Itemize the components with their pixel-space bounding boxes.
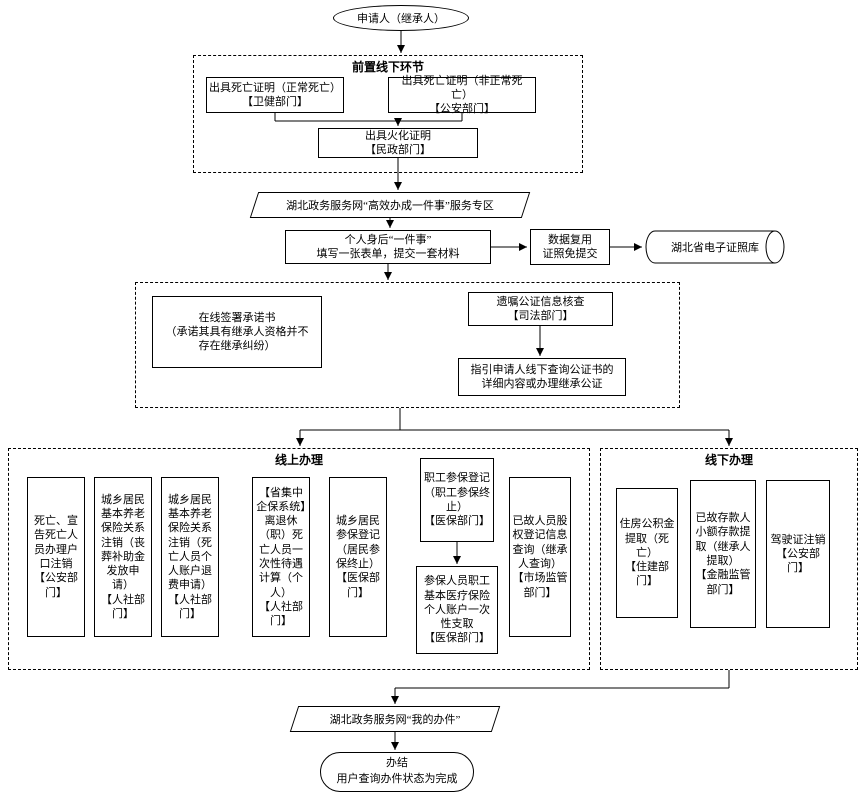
node-rural-pension-cancel-funeral-subsidy: 城乡居民基本养老保险关系注销（丧葬补助金发放申请） 【人社部门】 — [94, 477, 152, 637]
license-db-cylinder: 湖北省电子证照库 — [645, 230, 785, 264]
node-housing-fund-withdraw: 住房公积金提取（死亡） 【住建部门】 — [616, 488, 678, 618]
pre-offline-group — [193, 55, 583, 173]
start-node: 申请人（继承人） — [333, 5, 469, 31]
node-resident-insurance-terminate: 城乡居民参保登记（居民参保终止） 【医保部门】 — [329, 477, 387, 637]
node-enterprise-pension-one-time-benefit: 【省集中企保系统】离退休（职）死亡人员一次性待遇计算（个人） 【人社部门】 — [252, 477, 310, 637]
node-one-thing: 个人身后“一件事” 填写一张表单，提交一套材料 — [285, 230, 491, 264]
node-medical-account-withdraw: 参保人员职工基本医疗保险个人账户一次性支取 【医保部门】 — [416, 566, 498, 654]
node-death-cert-abnormal: 出具死亡证明（非正常死亡） 【公安部门】 — [388, 75, 536, 115]
node-notary-guide: 指引申请人线下查询公证书的 详细内容或办理继承公证 — [458, 358, 626, 396]
node-household-deregister: 死亡、宣告死亡人员办理户口注销 【公安部门】 — [27, 477, 85, 637]
node-cremation-cert: 出具火化证明 【民政部门】 — [318, 128, 478, 158]
middle-group — [135, 282, 680, 408]
node-will-check: 遗嘱公证信息核查 【司法部门】 — [468, 292, 613, 326]
portal-result-text: 湖北政务服务网“我的办件” — [329, 714, 461, 726]
portal-entry-parallelogram: 湖北政务服务网“高效办成一件事”服务专区 — [245, 192, 535, 218]
cylinder-shape — [645, 230, 785, 264]
node-death-cert-normal: 出具死亡证明（正常死亡） 【卫健部门】 — [206, 77, 344, 113]
node-employee-insurance-terminate: 职工参保登记（职工参保终止） 【医保部门】 — [420, 458, 494, 542]
offline-group — [600, 448, 858, 670]
node-small-deposit-withdraw: 已故存款人小额存款提取（继承人提取） 【金融监管部门】 — [690, 480, 756, 628]
pre-offline-label: 前置线下环节 — [351, 60, 424, 74]
node-driver-license-cancel: 驾驶证注销 【公安部门】 — [766, 480, 830, 628]
end-node: 办结 用户查询办件状态为完成 — [320, 752, 474, 792]
node-stock-rights-query: 已故人员股权登记信息查询（继承人查询） 【市场监管部门】 — [509, 477, 571, 637]
node-commitment: 在线签署承诺书 （承诺其具有继承人资格并不 存在继承纠纷） — [152, 296, 322, 368]
offline-group-label: 线下办理 — [704, 453, 753, 467]
portal-result-parallelogram: 湖北政务服务网“我的办件” — [285, 706, 505, 732]
portal-entry-text: 湖北政务服务网“高效办成一件事”服务专区 — [286, 200, 494, 212]
online-group-label: 线上办理 — [274, 453, 323, 467]
online-group — [8, 448, 590, 670]
license-db-text: 湖北省电子证照库 — [671, 242, 759, 254]
node-rural-pension-cancel-refund: 城乡居民基本养老保险关系注销（死亡人员个人账户退费申请） 【人社部门】 — [161, 477, 219, 637]
node-data-reuse: 数据复用 证照免提交 — [530, 229, 610, 265]
